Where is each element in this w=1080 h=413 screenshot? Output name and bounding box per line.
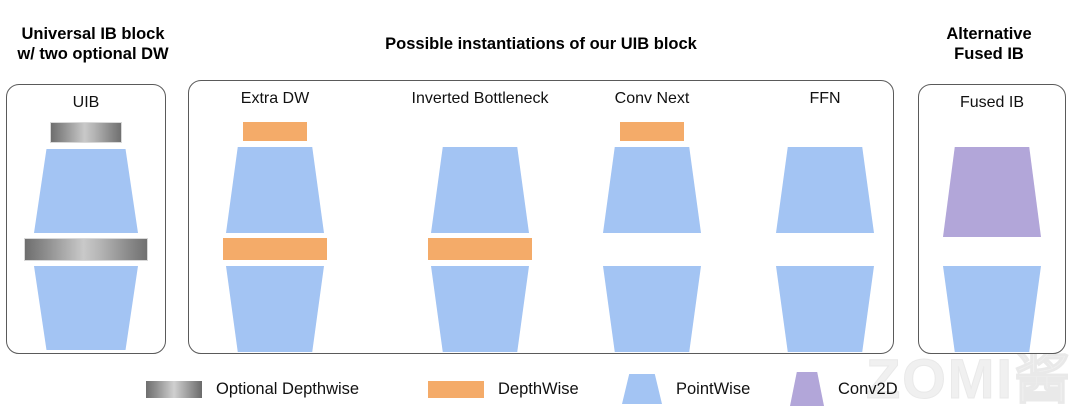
block-label-ffn: FFN xyxy=(809,90,841,107)
block-conv-next[interactable]: Conv Next xyxy=(578,80,726,354)
legend-label-depthwise: DepthWise xyxy=(498,379,579,398)
legend-item-depthwise: DepthWise xyxy=(428,372,579,406)
layer-pointwise-project xyxy=(226,266,324,352)
layer-pointwise-expand xyxy=(226,147,324,233)
legend: Optional Depthwise DepthWise PointWise C… xyxy=(0,372,1080,412)
legend-item-conv2d: Conv2D xyxy=(790,372,898,406)
layer-optional-depthwise-middle xyxy=(24,238,148,261)
legend-item-optional-depthwise: Optional Depthwise xyxy=(146,372,359,406)
layer-conv2d xyxy=(943,147,1041,237)
legend-label-pointwise: PointWise xyxy=(676,379,751,398)
layer-depthwise-middle xyxy=(223,238,327,260)
block-label-inverted-bottleneck: Inverted Bottleneck xyxy=(411,90,549,107)
block-label-extra-dw: Extra DW xyxy=(240,90,310,107)
layer-depthwise-top xyxy=(243,122,307,141)
layer-pointwise-expand xyxy=(776,147,874,233)
layer-pointwise-expand xyxy=(34,149,138,233)
pointwise-swatch-icon xyxy=(622,374,662,404)
layer-pointwise-project xyxy=(431,266,529,352)
layer-stack-conv-next xyxy=(578,118,726,352)
block-label-uib: UIB xyxy=(72,94,100,111)
layer-stack-extra-dw xyxy=(196,118,354,352)
group-title-instantiations: Possible instantiations of our UIB block xyxy=(385,35,697,53)
layer-depthwise-middle xyxy=(428,238,532,260)
block-extra-dw[interactable]: Extra DW xyxy=(196,80,354,354)
block-label-conv-next: Conv Next xyxy=(614,90,690,107)
block-fused-ib[interactable]: Fused IB xyxy=(918,84,1066,354)
layer-stack-ffn xyxy=(756,118,894,352)
layer-pointwise-project xyxy=(34,266,138,350)
layer-optional-depthwise-top xyxy=(50,122,122,143)
legend-label-conv2d: Conv2D xyxy=(838,379,898,398)
block-inverted-bottleneck[interactable]: Inverted Bottleneck xyxy=(392,80,568,354)
block-uib[interactable]: UIB xyxy=(6,84,166,354)
group-title-universal-ib: Universal IB block w/ two optional DW xyxy=(17,25,169,64)
layer-pointwise-expand xyxy=(431,147,529,233)
layer-stack-fused-ib xyxy=(918,122,1066,352)
group-title-alternative-fused-ib: Alternative Fused IB xyxy=(946,25,1032,64)
block-label-fused-ib: Fused IB xyxy=(959,94,1025,111)
legend-label-optional-depthwise: Optional Depthwise xyxy=(216,379,360,398)
layer-depthwise-top xyxy=(620,122,684,141)
block-ffn[interactable]: FFN xyxy=(756,80,894,354)
layer-pointwise-expand xyxy=(603,147,701,233)
optional-depthwise-swatch-icon xyxy=(146,380,202,398)
layer-stack-uib xyxy=(6,122,166,350)
layer-stack-inverted-bottleneck xyxy=(392,118,568,352)
layer-pointwise-project xyxy=(943,266,1041,352)
conv2d-swatch-icon xyxy=(790,372,824,406)
layer-pointwise-project xyxy=(776,266,874,352)
legend-item-pointwise: PointWise xyxy=(622,372,750,406)
depthwise-swatch-icon xyxy=(428,380,484,398)
layer-pointwise-project xyxy=(603,266,701,352)
